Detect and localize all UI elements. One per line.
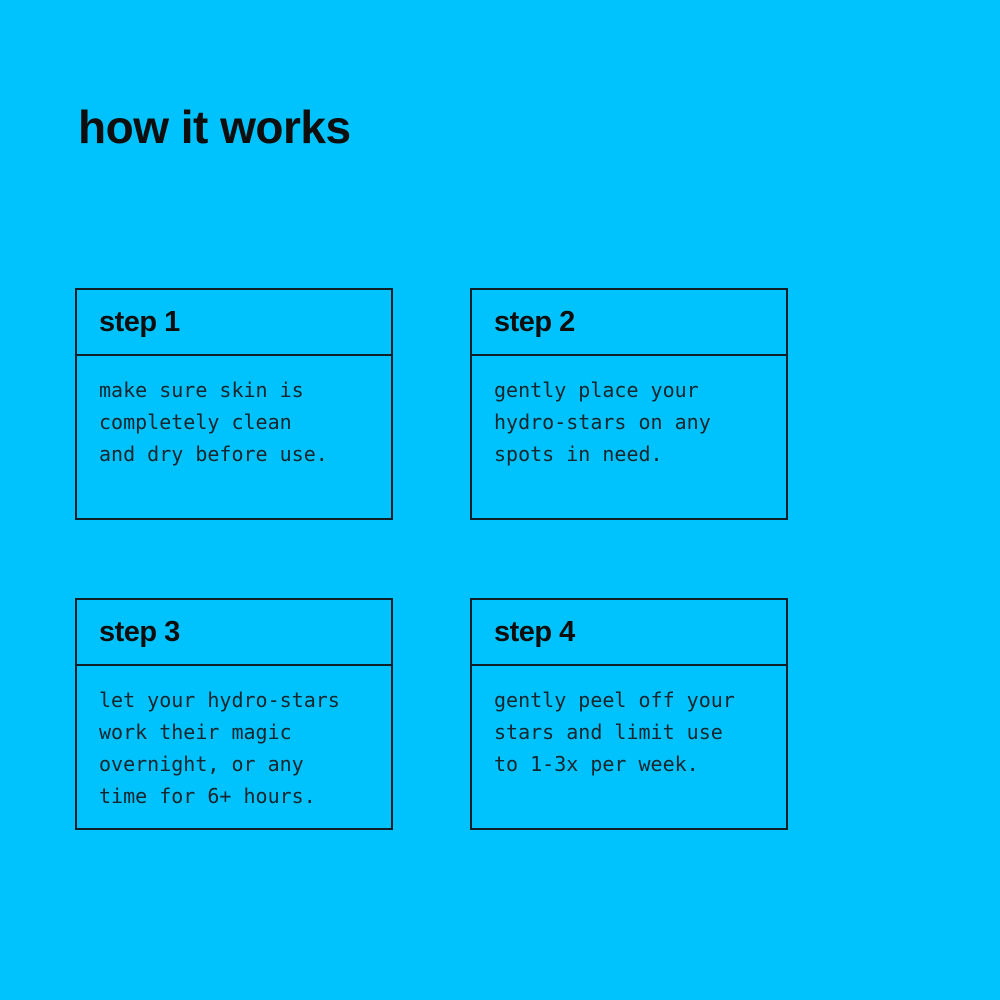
step-1-box: step 1 make sure skin is completely clea…	[75, 288, 393, 520]
step-3-description: let your hydro-stars work their magic ov…	[99, 688, 340, 808]
page-title: how it works	[78, 101, 351, 153]
step-3-header: step 3	[77, 600, 391, 666]
step-4-title: step 4	[494, 615, 575, 648]
step-2-box: step 2 gently place your hydro-stars on …	[470, 288, 788, 520]
step-1-header: step 1	[77, 290, 391, 356]
step-4-description: gently peel off your stars and limit use…	[494, 688, 735, 776]
step-2-title: step 2	[494, 305, 575, 338]
step-2-description: gently place your hydro-stars on any spo…	[494, 378, 711, 466]
step-3-box: step 3 let your hydro-stars work their m…	[75, 598, 393, 830]
step-4-box: step 4 gently peel off your stars and li…	[470, 598, 788, 830]
step-2-header: step 2	[472, 290, 786, 356]
step-1-title: step 1	[99, 305, 180, 338]
step-4-header: step 4	[472, 600, 786, 666]
step-1-description: make sure skin is completely clean and d…	[99, 378, 328, 466]
step-3-title: step 3	[99, 615, 180, 648]
